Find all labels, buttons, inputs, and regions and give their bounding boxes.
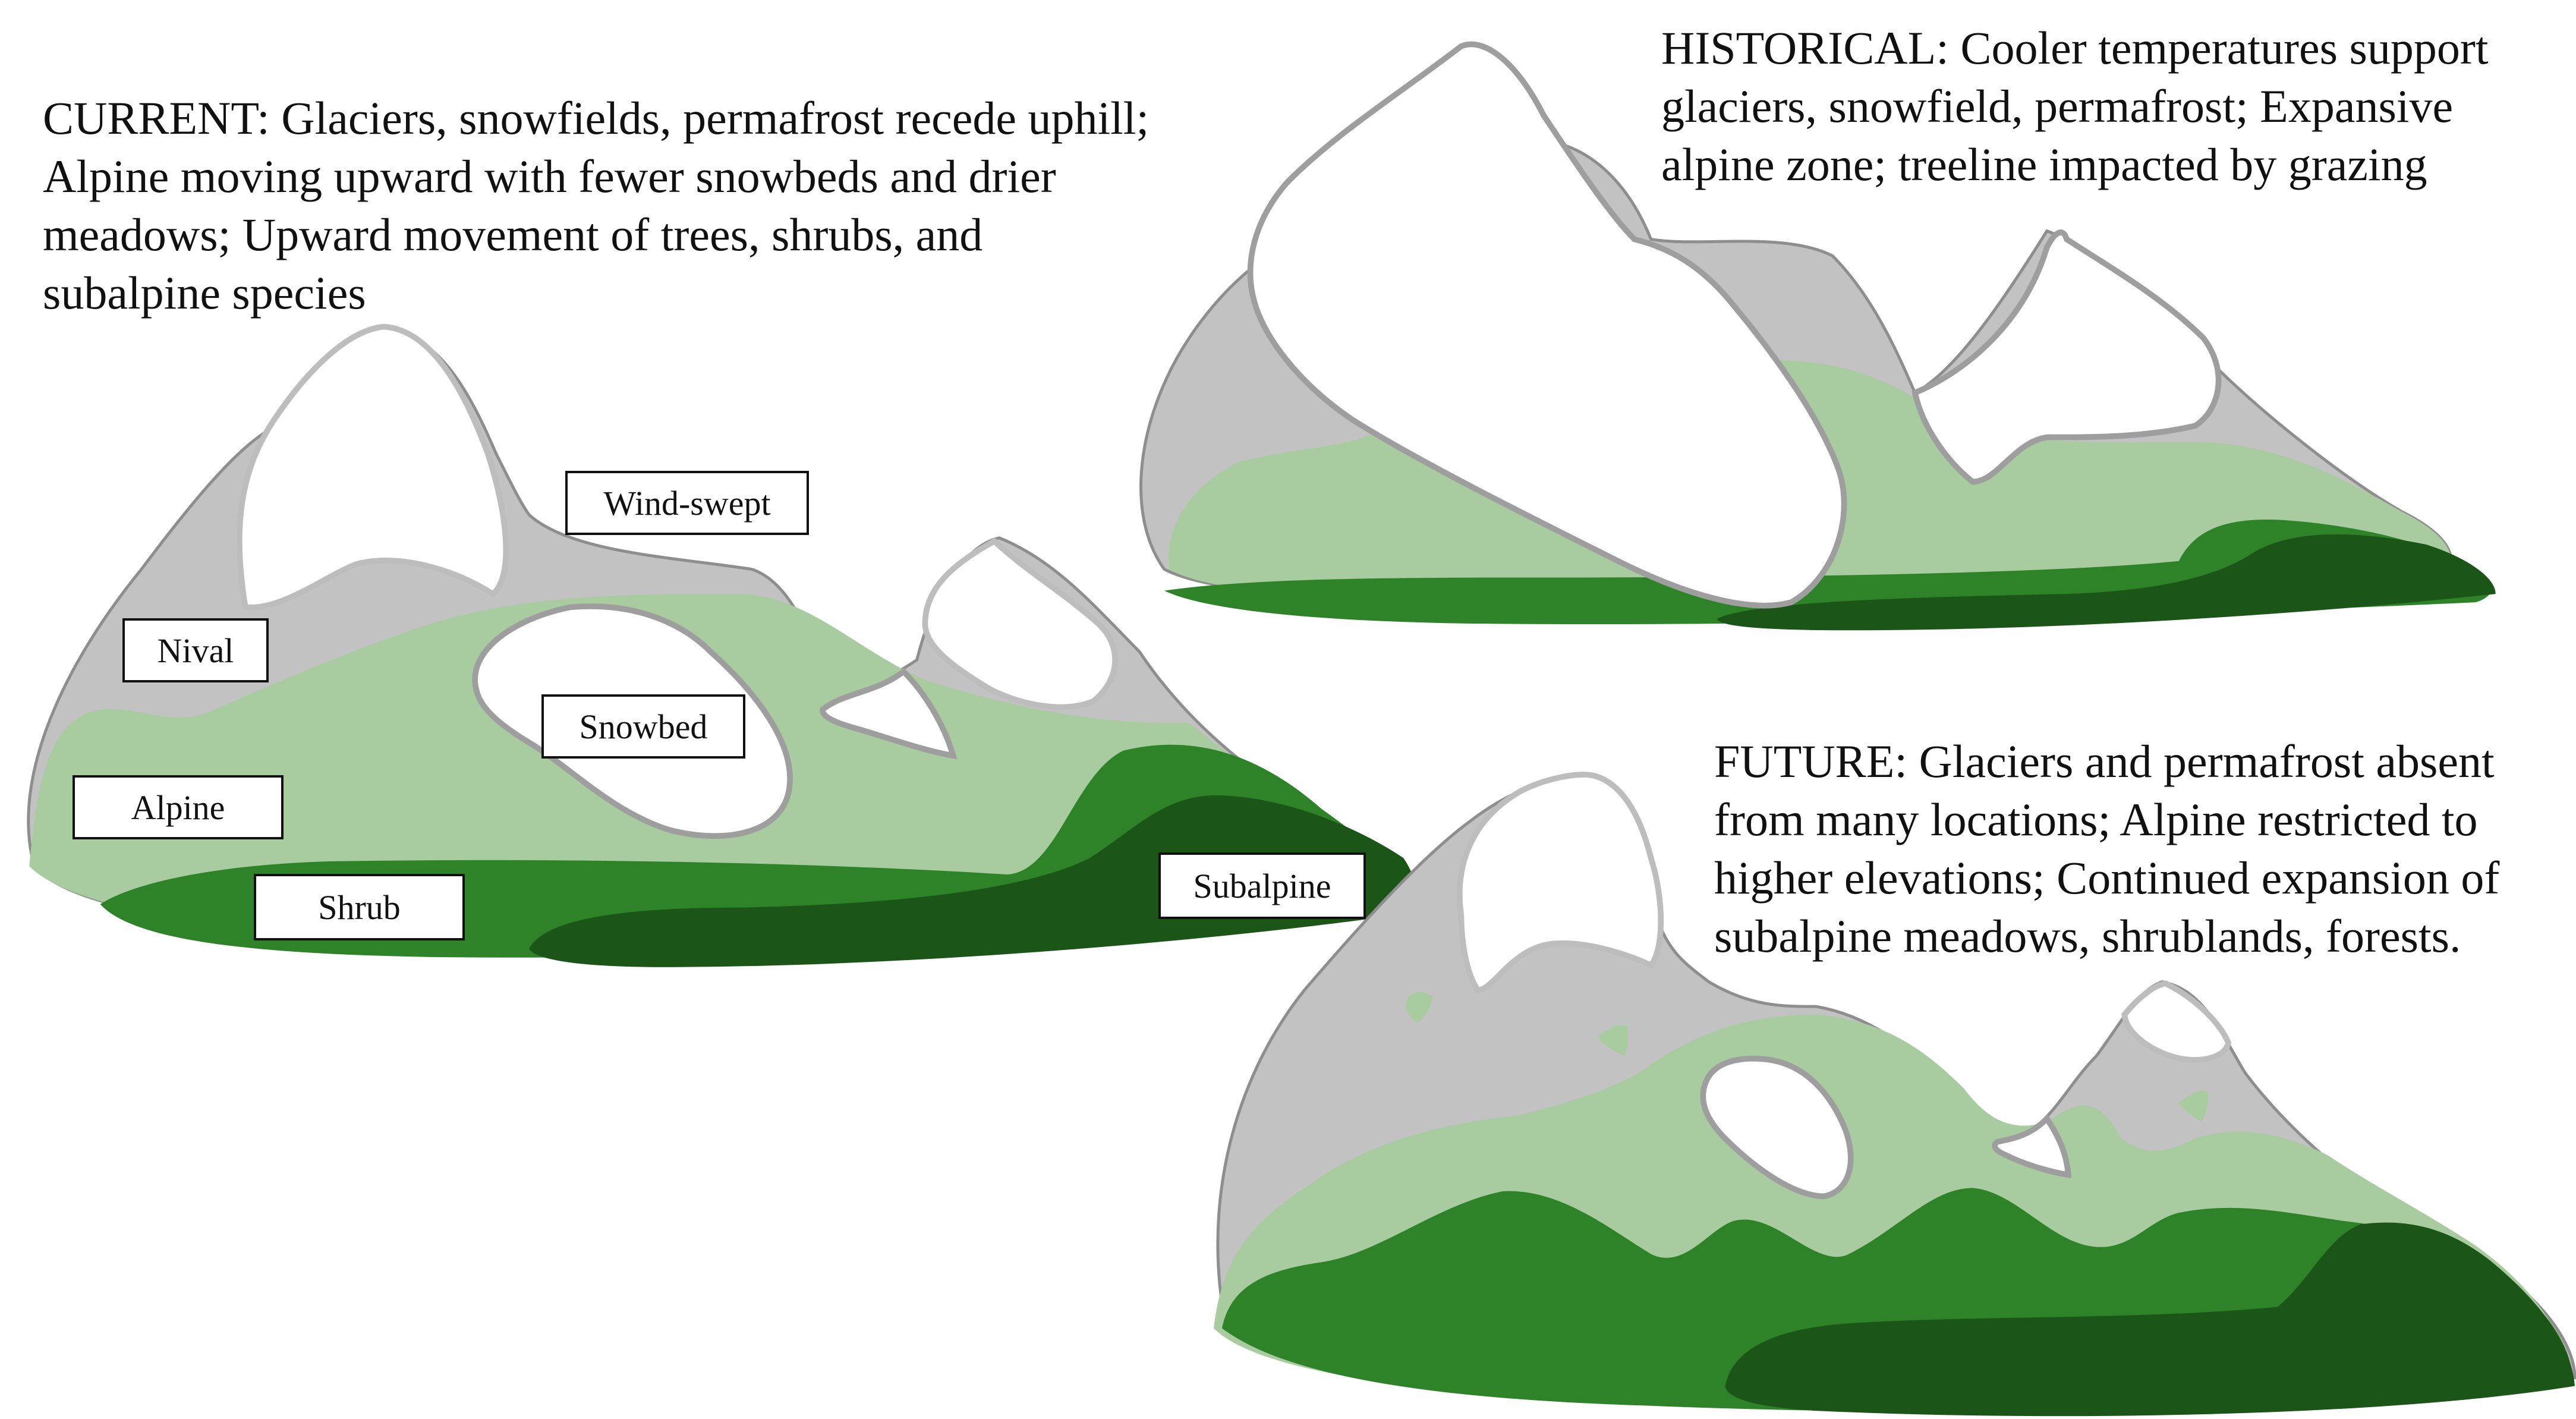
subalpine-label: Subalpine	[1158, 852, 1366, 919]
future-alpine-patch	[1598, 1025, 1628, 1056]
current-summit-glacier	[236, 323, 509, 611]
nival-label: Nival	[122, 618, 269, 682]
current-caption-line: meadows; Upward movement of trees, shrub…	[43, 209, 983, 260]
historical-right-glacier	[1911, 229, 2222, 485]
wind-swept-label: Wind-swept	[565, 471, 809, 535]
historical-caption-line: HISTORICAL: Cooler temperatures support	[1661, 22, 2489, 74]
future-alpine-patch	[1406, 992, 1434, 1023]
historical-caption-line: glaciers, snowfield, permafrost; Expansi…	[1661, 80, 2454, 132]
future-right-snowfield	[2121, 980, 2232, 1063]
historical-caption-line: alpine zone; treeline impacted by grazin…	[1661, 139, 2427, 190]
historical-subalpine-zone	[1717, 534, 2496, 631]
current-right-glacier	[922, 537, 1118, 710]
future-summit-glacier	[1456, 772, 1664, 993]
current-caption-line: Alpine moving upward with fewer snowbeds…	[43, 150, 1056, 202]
current-small-snowfield	[820, 668, 958, 760]
future-alpine-patch	[2178, 1091, 2209, 1122]
future-caption-line: higher elevations; Continued expansion o…	[1714, 852, 2500, 904]
current-subalpine-zone	[529, 795, 1419, 967]
future-caption-line: subalpine meadows, shrublands, forests.	[1714, 910, 2461, 962]
shrub-label: Shrub	[254, 874, 465, 940]
future-mountain	[1214, 772, 2576, 1417]
current-caption-line: CURRENT: Glaciers, snowfields, permafros…	[43, 92, 1150, 144]
future-caption: FUTURE: Glaciers and permafrost absent f…	[1714, 732, 2499, 965]
current-caption-line: subalpine species	[43, 267, 366, 319]
future-subalpine-zone	[1725, 1222, 2575, 1417]
future-caption-line: FUTURE: Glaciers and permafrost absent	[1714, 735, 2495, 787]
future-snowbed-patch	[1700, 1055, 1854, 1200]
historical-main-glacier	[1247, 41, 1847, 609]
historical-mountain	[1139, 41, 2496, 631]
historical-caption: HISTORICAL: Cooler temperatures support …	[1661, 19, 2489, 194]
current-mountain	[27, 323, 1421, 967]
future-small-snowfield	[1992, 1114, 2072, 1178]
current-caption: CURRENT: Glaciers, snowfields, permafros…	[43, 89, 1149, 322]
future-caption-line: from many locations; Alpine restricted t…	[1714, 794, 2478, 845]
snowbed-label: Snowbed	[541, 694, 745, 759]
alpine-label: Alpine	[73, 775, 284, 839]
